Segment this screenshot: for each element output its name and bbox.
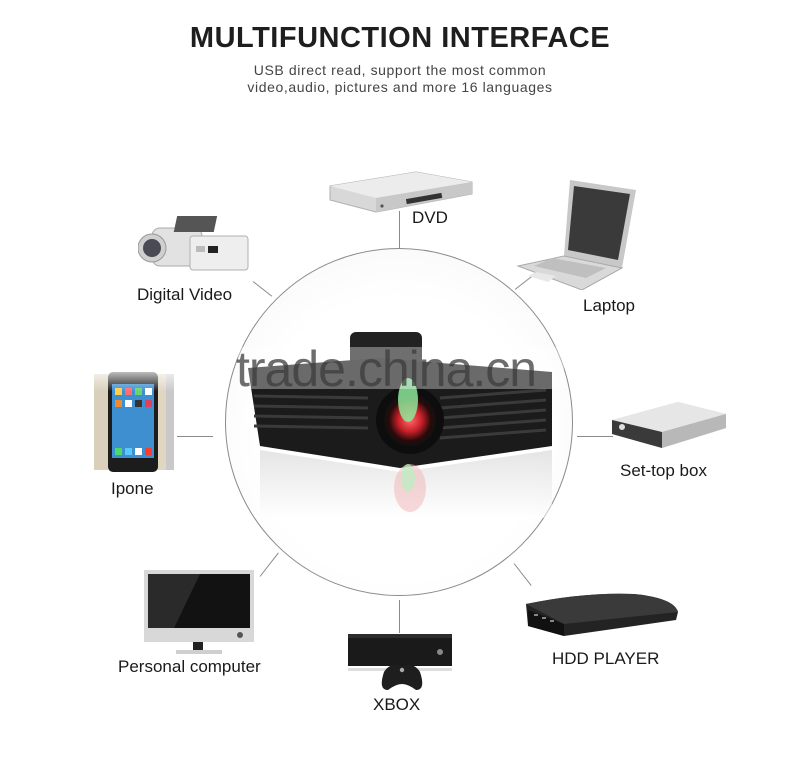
- watermark-band: [238, 347, 564, 389]
- dvd-player-icon: [329, 171, 473, 213]
- device-label-digital-video: Digital Video: [137, 285, 233, 304]
- device-label-personal-computer: Personal computer: [118, 657, 261, 676]
- device-label-iphone: Ipone: [111, 479, 154, 498]
- connector-xbox: [399, 600, 400, 633]
- smartphone-icon: [92, 364, 176, 474]
- game-console-icon: [348, 634, 452, 690]
- laptop-icon: [516, 180, 636, 290]
- media-player-icon: [526, 593, 678, 636]
- device-label-laptop: Laptop: [583, 296, 635, 315]
- set-top-box-icon: [612, 402, 726, 448]
- device-label-dvd: DVD: [412, 208, 448, 227]
- projector-icon: [248, 332, 552, 518]
- watermark-text: trade.china.cn: [236, 341, 537, 397]
- connector-set-top-box: [577, 436, 613, 437]
- page-title: MULTIFUNCTION INTERFACE: [189, 22, 611, 54]
- page-subtitle: USB direct read, support the most common…: [0, 62, 800, 96]
- subtitle-line-1: USB direct read, support the most common: [253, 62, 547, 78]
- connector-digital-video: [252, 281, 273, 297]
- subtitle-line-2: video,audio, pictures and more 16 langua…: [247, 79, 553, 95]
- connector-dvd: [399, 211, 400, 248]
- camcorder-icon: [138, 216, 249, 271]
- device-label-hdd-player: HDD PLAYER: [552, 649, 660, 668]
- monitor-icon: [144, 570, 254, 654]
- connector-personal-computer: [259, 552, 279, 577]
- device-label-xbox: XBOX: [373, 695, 421, 714]
- device-label-set-top-box: Set-top box: [620, 461, 707, 480]
- connector-iphone: [177, 436, 213, 437]
- connector-hdd-player: [513, 563, 532, 586]
